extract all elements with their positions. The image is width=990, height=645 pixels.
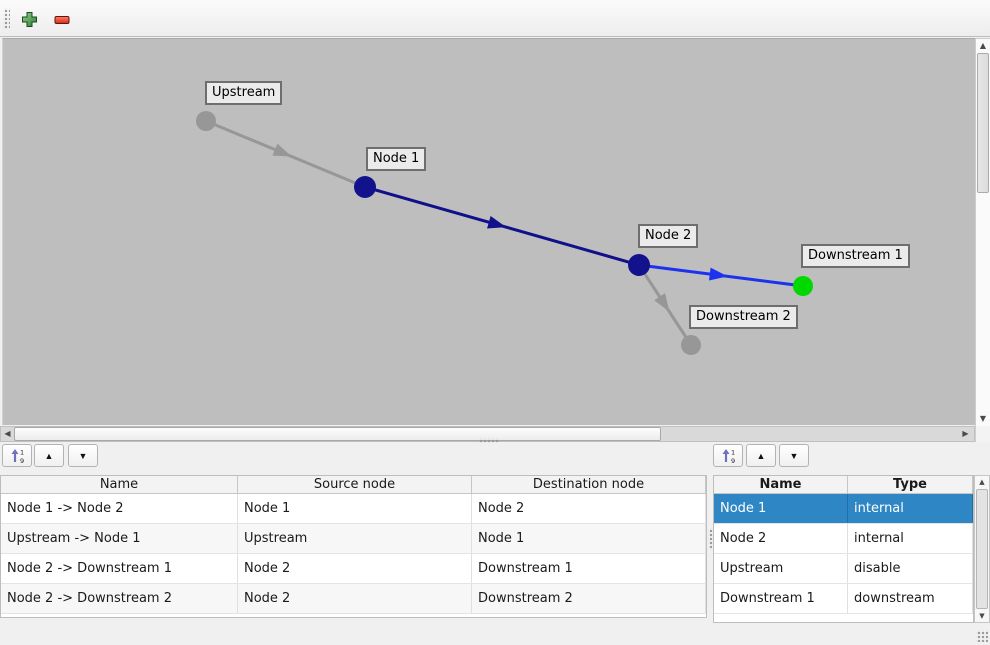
table-cell[interactable]: disable [848,554,973,583]
remove-button[interactable] [49,6,75,32]
node-label-node2[interactable]: Node 2 [638,224,699,248]
window-resize-grip[interactable] [976,630,988,642]
svg-text:9: 9 [20,457,24,464]
up-triangle-icon: ▲ [44,450,54,461]
vertical-splitter-handle[interactable] [708,528,713,550]
main-toolbar [0,0,990,37]
column-header-type[interactable]: Type [848,476,973,493]
column-header-name[interactable]: Name [714,476,848,493]
scroll-left-icon[interactable]: ◀ [4,429,11,438]
table-cell[interactable]: Downstream 2 [472,584,706,613]
down-triangle-icon: ▼ [78,450,88,461]
table-cell[interactable]: Node 2 -> Downstream 1 [1,554,238,583]
sort-ascending-1-9-icon: 1 9 [722,448,735,464]
nodes-sort-button[interactable]: 1 9 [713,444,743,467]
graph-node-node1[interactable] [354,176,376,198]
horizontal-splitter-handle[interactable] [478,438,498,443]
table-cell[interactable]: internal [848,524,973,553]
table-cell[interactable]: Node 1 [472,524,706,553]
table-cell[interactable]: downstream [848,584,973,613]
node-label-downstream1[interactable]: Downstream 1 [801,244,910,268]
nodes-table-scrollbar[interactable]: ▲ ▼ [974,475,990,623]
graph-node-upstream[interactable] [196,111,216,131]
nodes-scrollbar-thumb[interactable] [976,489,988,609]
edge-arrow-icon [272,143,292,157]
table-cell[interactable]: Downstream 1 [714,584,848,613]
edges-sort-button[interactable]: 1 9 [2,444,32,467]
vertical-scrollbar-thumb[interactable] [977,53,989,193]
scroll-up-icon[interactable]: ▲ [979,41,987,50]
column-header-destination-node[interactable]: Destination node [472,476,706,493]
node-label-upstream[interactable]: Upstream [205,81,283,105]
column-header-source-node[interactable]: Source node [238,476,472,493]
svg-text:1: 1 [20,448,24,456]
graph-node-downstream1[interactable] [793,276,813,296]
up-triangle-icon: ▲ [756,450,766,461]
scroll-down-icon[interactable]: ▼ [979,612,985,620]
edge-arrow-icon [654,293,670,312]
scrollbar-corner [975,426,990,442]
table-cell[interactable]: internal [848,494,973,523]
table-cell[interactable]: Node 2 -> Downstream 2 [1,584,238,613]
table-cell[interactable]: Node 2 [238,584,472,613]
graph-drawing [196,111,813,355]
toolbar-drag-handle[interactable] [3,8,10,29]
table-cell[interactable]: Upstream [714,554,848,583]
canvas-vertical-scrollbar[interactable]: ▲ ▼ [975,38,990,426]
table-cell[interactable]: Node 2 [714,524,848,553]
svg-text:1: 1 [731,448,735,456]
down-triangle-icon: ▼ [789,450,799,461]
table-cell[interactable]: Node 1 -> Node 2 [1,494,238,523]
sort-ascending-1-9-icon: 1 9 [11,448,24,464]
table-cell[interactable]: Node 2 [472,494,706,523]
graph-node-downstream2[interactable] [681,335,701,355]
scroll-up-icon[interactable]: ▲ [979,478,985,486]
column-header-name[interactable]: Name [1,476,238,493]
table-cell[interactable]: Upstream [238,524,472,553]
edge-arrow-icon [708,267,728,281]
nodes-move-up-button[interactable]: ▲ [746,444,776,467]
nodes-move-down-button[interactable]: ▼ [779,444,809,467]
canvas-horizontal-scrollbar[interactable]: ◀ ▶ [0,426,975,442]
scroll-down-icon[interactable]: ▼ [979,414,987,423]
table-cell[interactable]: Node 1 [238,494,472,523]
horizontal-scrollbar-thumb[interactable] [14,427,661,441]
node-label-node1[interactable]: Node 1 [366,147,427,171]
table-cell[interactable]: Upstream -> Node 1 [1,524,238,553]
edge-arrow-icon [487,215,507,229]
svg-text:9: 9 [731,457,735,464]
edges-move-up-button[interactable]: ▲ [34,444,64,467]
add-button[interactable] [16,6,42,32]
edges-move-down-button[interactable]: ▼ [68,444,98,467]
table-cell[interactable]: Node 2 [238,554,472,583]
table-cell[interactable]: Downstream 1 [472,554,706,583]
node-label-downstream2[interactable]: Downstream 2 [689,305,798,329]
graph-node-node2[interactable] [628,254,650,276]
green-plus-icon [21,11,37,27]
table-cell[interactable]: Node 1 [714,494,848,523]
scroll-right-icon[interactable]: ▶ [962,429,969,438]
red-minus-icon [54,15,70,24]
